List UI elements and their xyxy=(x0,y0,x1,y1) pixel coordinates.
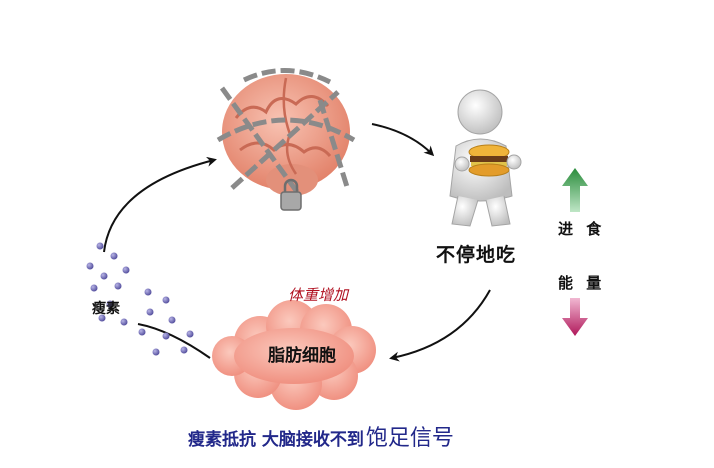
weight-gain-label: 体重增加 xyxy=(288,286,349,304)
line-fat-to-leptin xyxy=(137,323,211,359)
fat-cell-cloud-icon xyxy=(212,300,376,410)
caption: 瘦素抵抗 大脑接收不到饱足信号 xyxy=(188,420,454,452)
chained-brain-icon xyxy=(216,68,356,211)
energy-label: 能 量 xyxy=(558,274,606,292)
leptin-label: 瘦素 xyxy=(92,301,120,317)
caption-part-1: 瘦素抵抗 大脑接收不到 xyxy=(188,430,364,450)
eat-more-label: 进 食 xyxy=(558,220,606,238)
arrow-down-icon xyxy=(562,298,588,336)
figure-with-burger-icon xyxy=(449,89,522,227)
arrow-up-icon xyxy=(562,168,588,212)
leptin-dots-icon xyxy=(86,242,194,356)
arrow-leptin-to-brain xyxy=(103,156,217,253)
caption-part-2: 饱足信号 xyxy=(365,426,454,451)
arrow-eating-to-fat xyxy=(389,289,491,362)
fat-cell-label: 脂肪细胞 xyxy=(268,346,336,366)
eating-label: 不停地吃 xyxy=(436,244,517,266)
arrow-brain-to-eating xyxy=(371,123,435,157)
